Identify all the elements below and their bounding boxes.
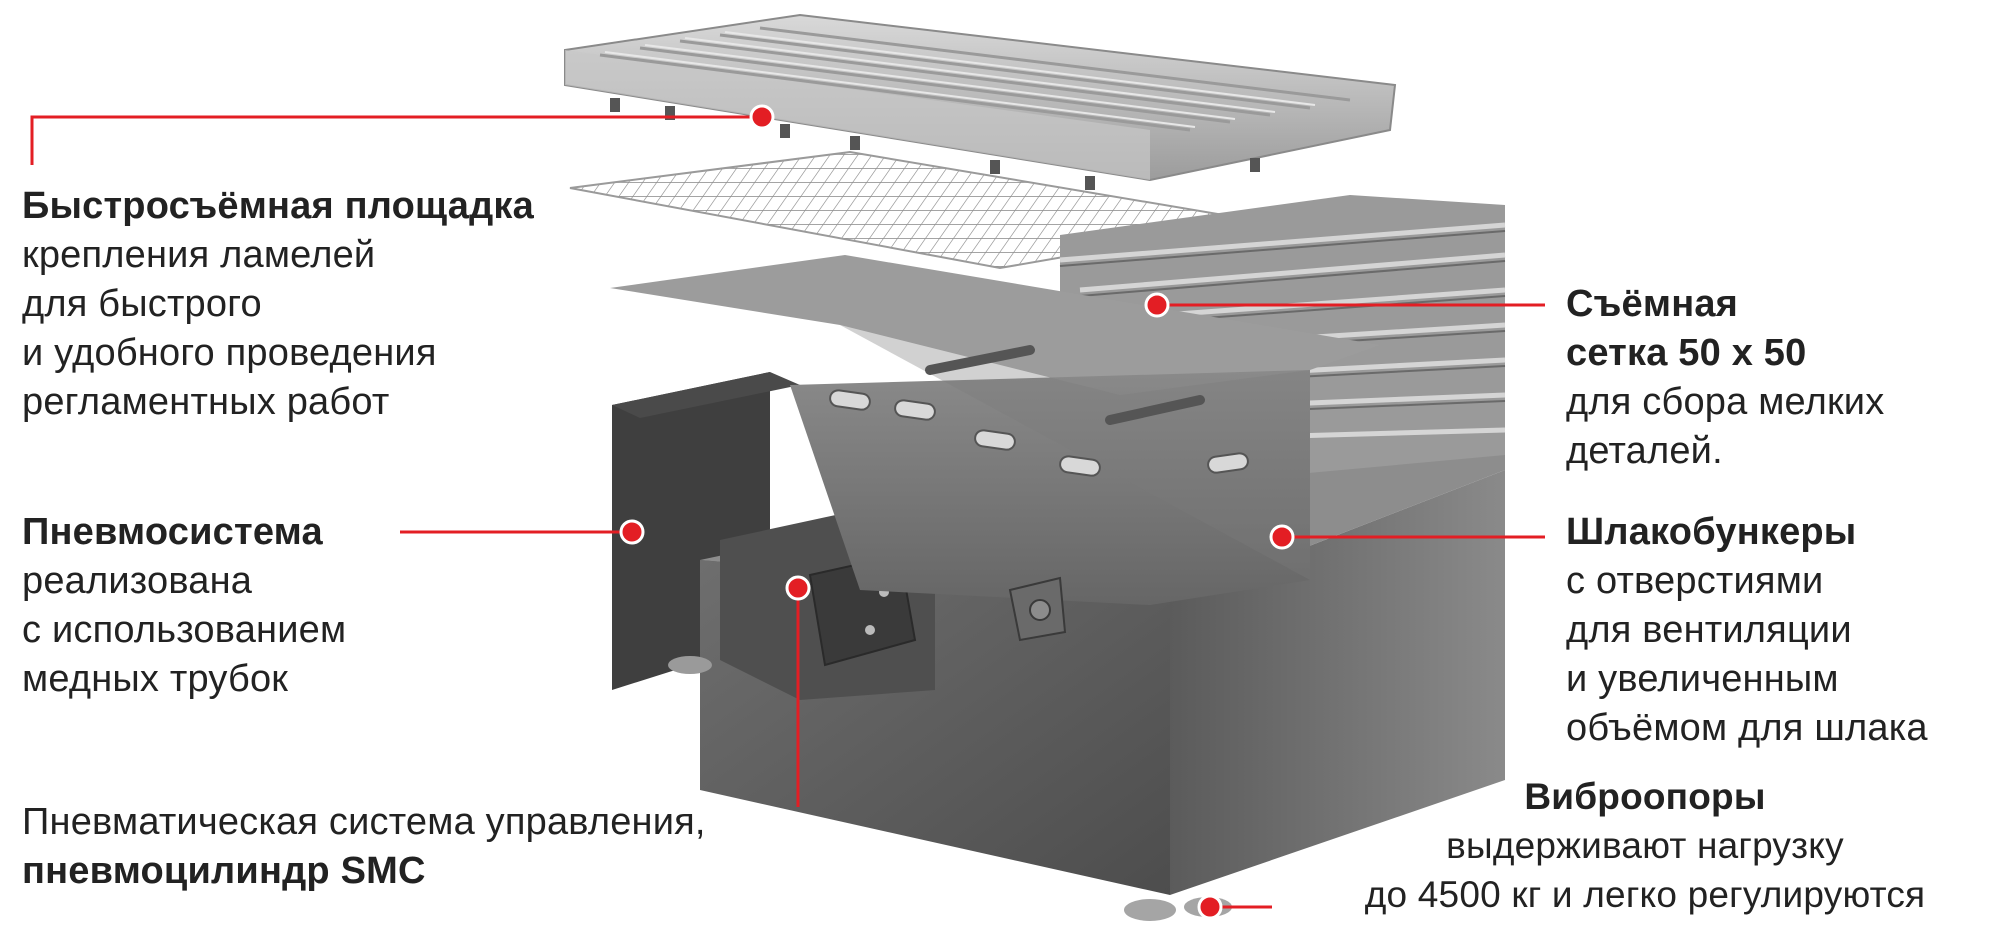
callout-mesh: Съёмная сетка 50 х 50 для сбора мелких д… xyxy=(1566,280,1884,476)
callout-feet-title: Виброопоры xyxy=(1524,776,1766,817)
callout-mesh-line: для сбора мелких xyxy=(1566,381,1885,423)
callout-platform-line: для быстрого xyxy=(22,283,262,325)
callout-slag-line: для вентиляции xyxy=(1566,609,1852,651)
callout-dot-slag xyxy=(1269,524,1295,550)
callout-dot-pneumo xyxy=(619,519,645,545)
slag-hopper xyxy=(610,255,1380,642)
callout-dot-platform xyxy=(749,104,775,130)
callout-mesh-title: Съёмная xyxy=(1566,283,1739,325)
callout-line-platform xyxy=(30,115,762,165)
callout-pneumo-line: реализована xyxy=(22,560,253,602)
callout-feet-line: выдерживают нагрузку xyxy=(1446,825,1844,866)
callout-platform-title: Быстросъёмная площадка xyxy=(22,185,534,227)
callout-pneumo-title: Пневмосистема xyxy=(22,511,323,553)
callout-lines xyxy=(30,115,1545,909)
callout-dots xyxy=(619,104,1295,920)
callout-pneumo: Пневмосистема реализована с использовани… xyxy=(22,508,346,704)
quick-release-platform xyxy=(564,13,1397,190)
callout-platform-line: регламентных работ xyxy=(22,381,390,423)
callout-slag: Шлакобункеры с отверстиями для вентиляци… xyxy=(1566,508,1928,753)
callout-control: Пневматическая система управления, пневм… xyxy=(22,798,706,896)
callout-slag-line: объёмом для шлака xyxy=(1566,707,1928,749)
callout-dot-control xyxy=(785,575,811,601)
callout-dot-feet xyxy=(1197,894,1223,920)
callout-mesh-title-2: сетка 50 х 50 xyxy=(1566,332,1807,374)
callout-pneumo-line: медных трубок xyxy=(22,658,289,700)
callout-feet: Виброопоры выдерживают нагрузку до 4500 … xyxy=(1300,772,1990,919)
callout-platform-line: крепления ламелей xyxy=(22,234,376,276)
callout-slag-title: Шлакобункеры xyxy=(1566,511,1857,553)
callout-dot-mesh xyxy=(1144,292,1170,318)
callout-control-bold-line: пневмоцилиндр SMC xyxy=(22,850,426,892)
callout-slag-line: с отверстиями xyxy=(1566,560,1824,602)
callout-feet-line: до 4500 кг и легко регулируются xyxy=(1364,874,1926,915)
callout-slag-line: и увеличенным xyxy=(1566,658,1839,700)
callout-control-line: Пневматическая система управления, xyxy=(22,801,706,843)
callout-platform: Быстросъёмная площадка крепления ламелей… xyxy=(22,182,534,427)
callout-pneumo-line: с использованием xyxy=(22,609,347,651)
callout-mesh-line: деталей. xyxy=(1566,430,1723,472)
callout-platform-line: и удобного проведения xyxy=(22,332,437,374)
